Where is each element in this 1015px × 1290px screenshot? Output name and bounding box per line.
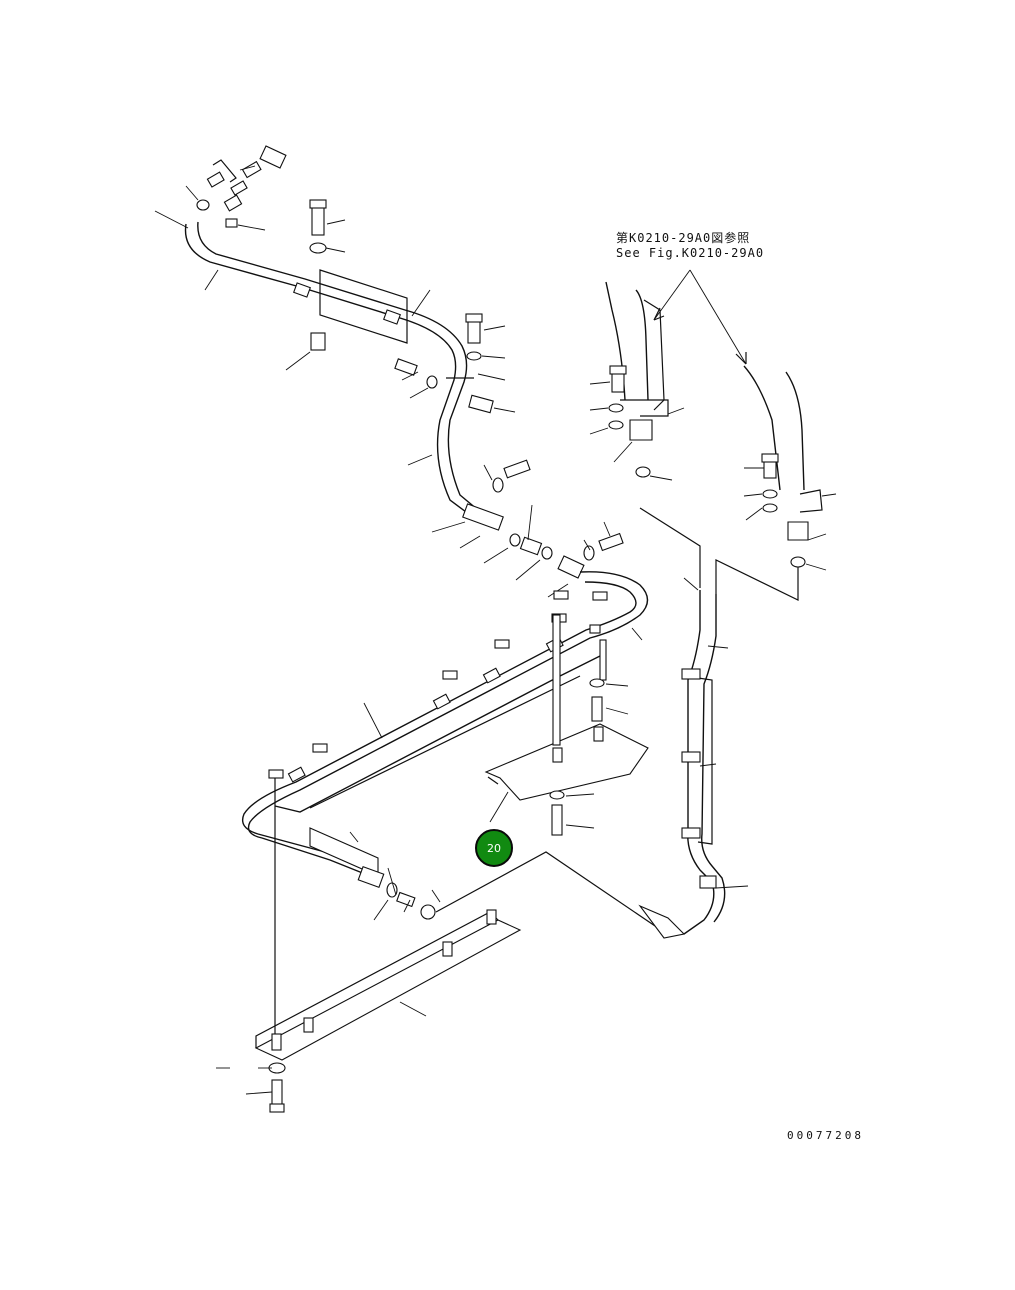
lower-left-fittings <box>309 827 659 929</box>
reference-note-english: See Fig.K0210-29A0 <box>616 246 765 260</box>
right-upper-pipes <box>589 269 837 571</box>
lower-rail <box>216 778 522 1113</box>
callout-label: 20 <box>487 841 501 855</box>
top-left-fittings <box>185 145 287 231</box>
hose-right <box>638 507 799 939</box>
callout-badge[interactable]: 20 <box>475 829 513 867</box>
reference-note-japanese: 第K0210-29A0図参照 <box>616 231 751 245</box>
hose-diagonal <box>241 571 649 881</box>
drawing-number: 00077208 <box>787 1129 864 1142</box>
mid-fittings <box>431 459 624 598</box>
mid-bolt-cluster <box>394 313 516 414</box>
center-bracket <box>484 614 649 836</box>
hose-upper <box>154 199 479 516</box>
